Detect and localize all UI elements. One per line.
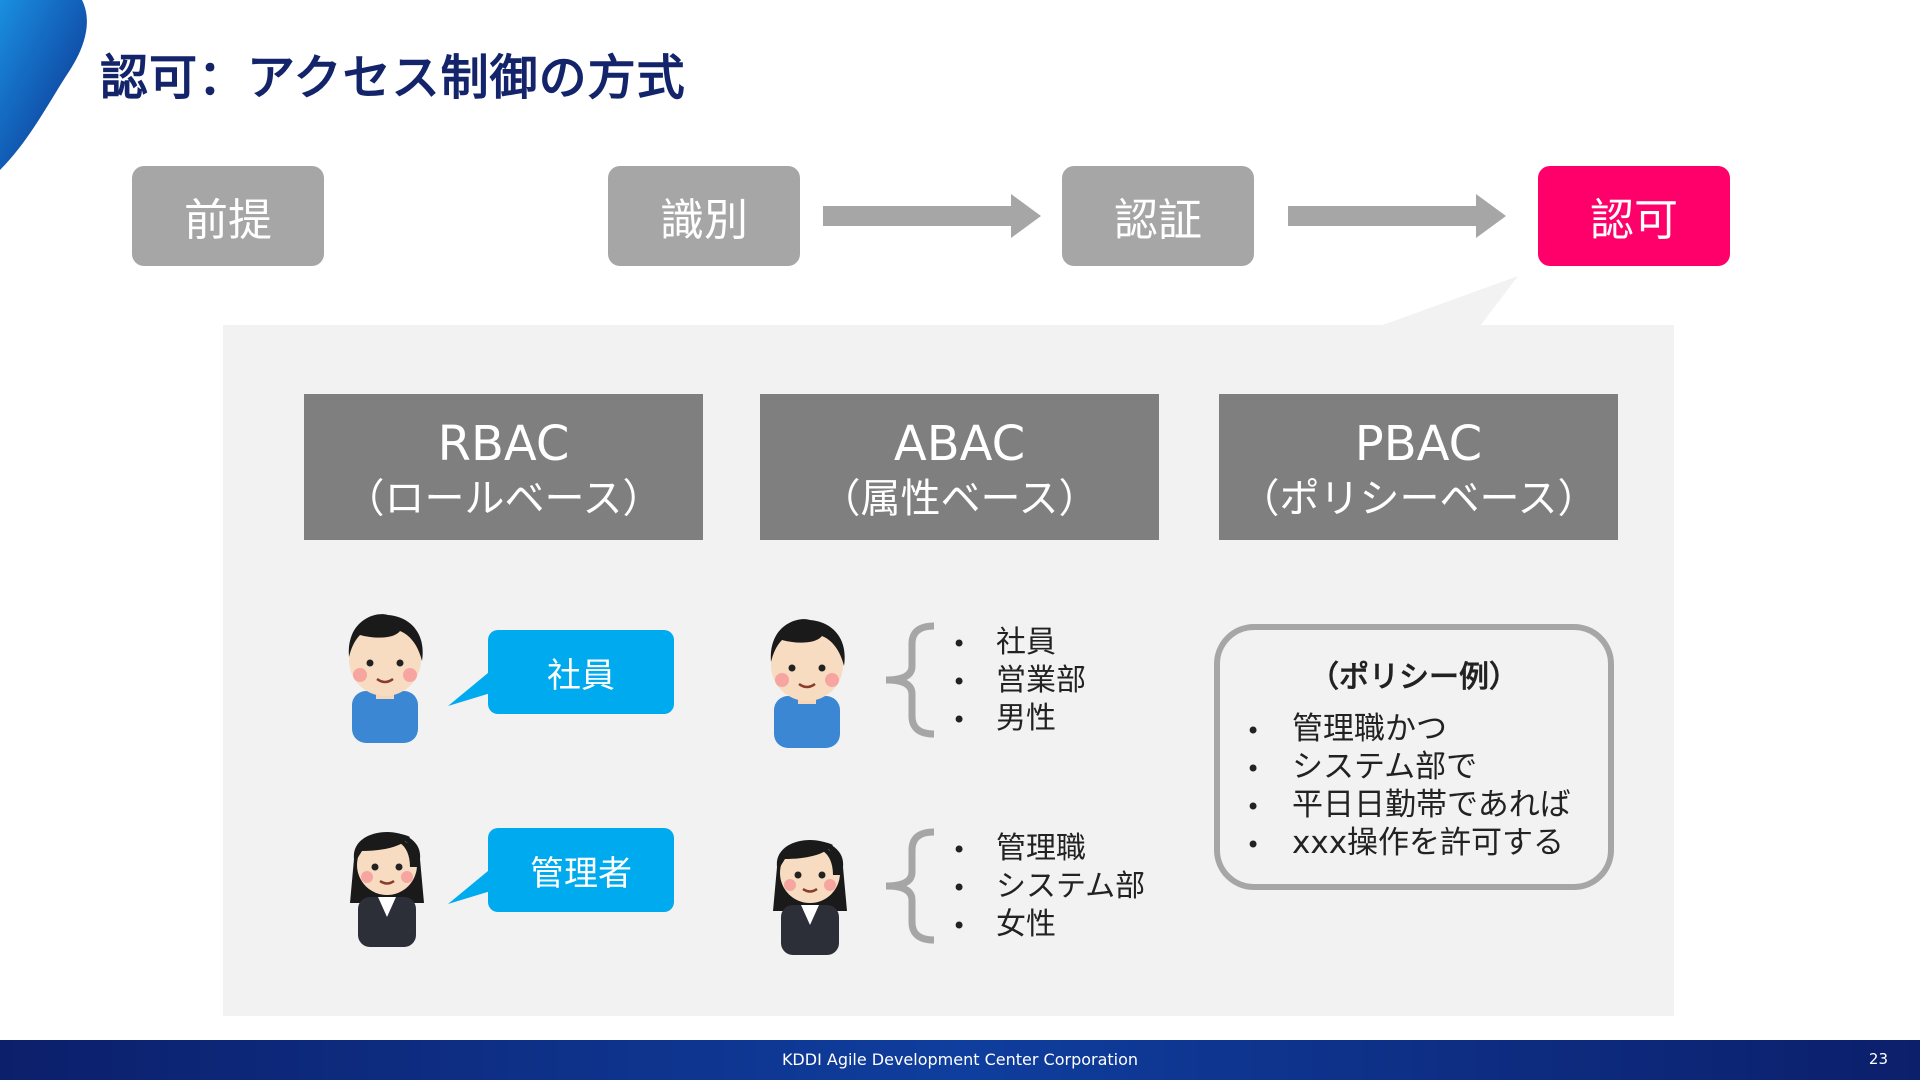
- footer-company: KDDI Agile Development Center Corporatio…: [781, 1050, 1139, 1069]
- policy-title: （ポリシー例）: [1309, 660, 1519, 695]
- policy-item: 平日日勤帯であれば: [1246, 786, 1571, 824]
- attribute-item: 社員: [952, 624, 1086, 662]
- page-number: 23: [1868, 1050, 1888, 1068]
- attribute-list-female: 管理職 システム部 女性: [952, 830, 1145, 944]
- type-name: ABAC: [893, 416, 1026, 472]
- policy-list: 管理職かつ システム部で 平日日勤帯であれば xxx操作を許可する: [1246, 710, 1571, 862]
- policy-example-box: （ポリシー例） 管理職かつ システム部で 平日日勤帯であれば xxx操作を許可す…: [1214, 624, 1614, 890]
- attribute-item: 営業部: [952, 662, 1086, 700]
- corner-decoration: [0, 0, 87, 170]
- type-name: RBAC: [437, 416, 570, 472]
- attribute-item: 管理職: [952, 830, 1145, 868]
- female-manager-illustration: [348, 830, 426, 947]
- flow-step-premise: 前提: [132, 166, 324, 266]
- policy-item: xxx操作を許可する: [1246, 824, 1571, 862]
- attribute-item: システム部: [952, 868, 1145, 906]
- role-bubble-manager: 管理者: [488, 828, 674, 912]
- flow-step-identification: 識別: [608, 166, 800, 266]
- male-employee-illustration: [769, 617, 846, 750]
- page-title: 認可：アクセス制御の方式: [100, 50, 686, 106]
- brace-icon: [885, 828, 935, 944]
- type-name: PBAC: [1354, 416, 1483, 472]
- flow-arrow: [823, 194, 1041, 238]
- callout-pointer: [1380, 276, 1518, 326]
- attribute-list-male: 社員 営業部 男性: [952, 624, 1086, 738]
- female-manager-illustration: [771, 838, 849, 955]
- type-box-abac: ABAC （属性ベース）: [760, 394, 1159, 540]
- male-employee-illustration: [347, 612, 424, 745]
- attribute-item: 男性: [952, 700, 1086, 738]
- type-desc: （ロールベース）: [344, 476, 663, 522]
- brace-icon: [885, 622, 935, 738]
- type-box-rbac: RBAC （ロールベース）: [304, 394, 703, 540]
- flow-step-authorization: 認可: [1538, 166, 1730, 266]
- flow-arrow: [1288, 194, 1506, 238]
- type-box-pbac: PBAC （ポリシーベース）: [1219, 394, 1618, 540]
- policy-item: 管理職かつ: [1246, 710, 1571, 748]
- bubble-tail: [448, 668, 494, 706]
- attribute-item: 女性: [952, 906, 1145, 944]
- bubble-tail: [448, 866, 494, 904]
- flow-step-authentication: 認証: [1062, 166, 1254, 266]
- type-desc: （属性ベース）: [820, 476, 1099, 522]
- role-bubble-employee: 社員: [488, 630, 674, 714]
- footer-bar: [0, 1040, 1920, 1080]
- policy-item: システム部で: [1246, 748, 1571, 786]
- type-desc: （ポリシーベース）: [1239, 476, 1598, 522]
